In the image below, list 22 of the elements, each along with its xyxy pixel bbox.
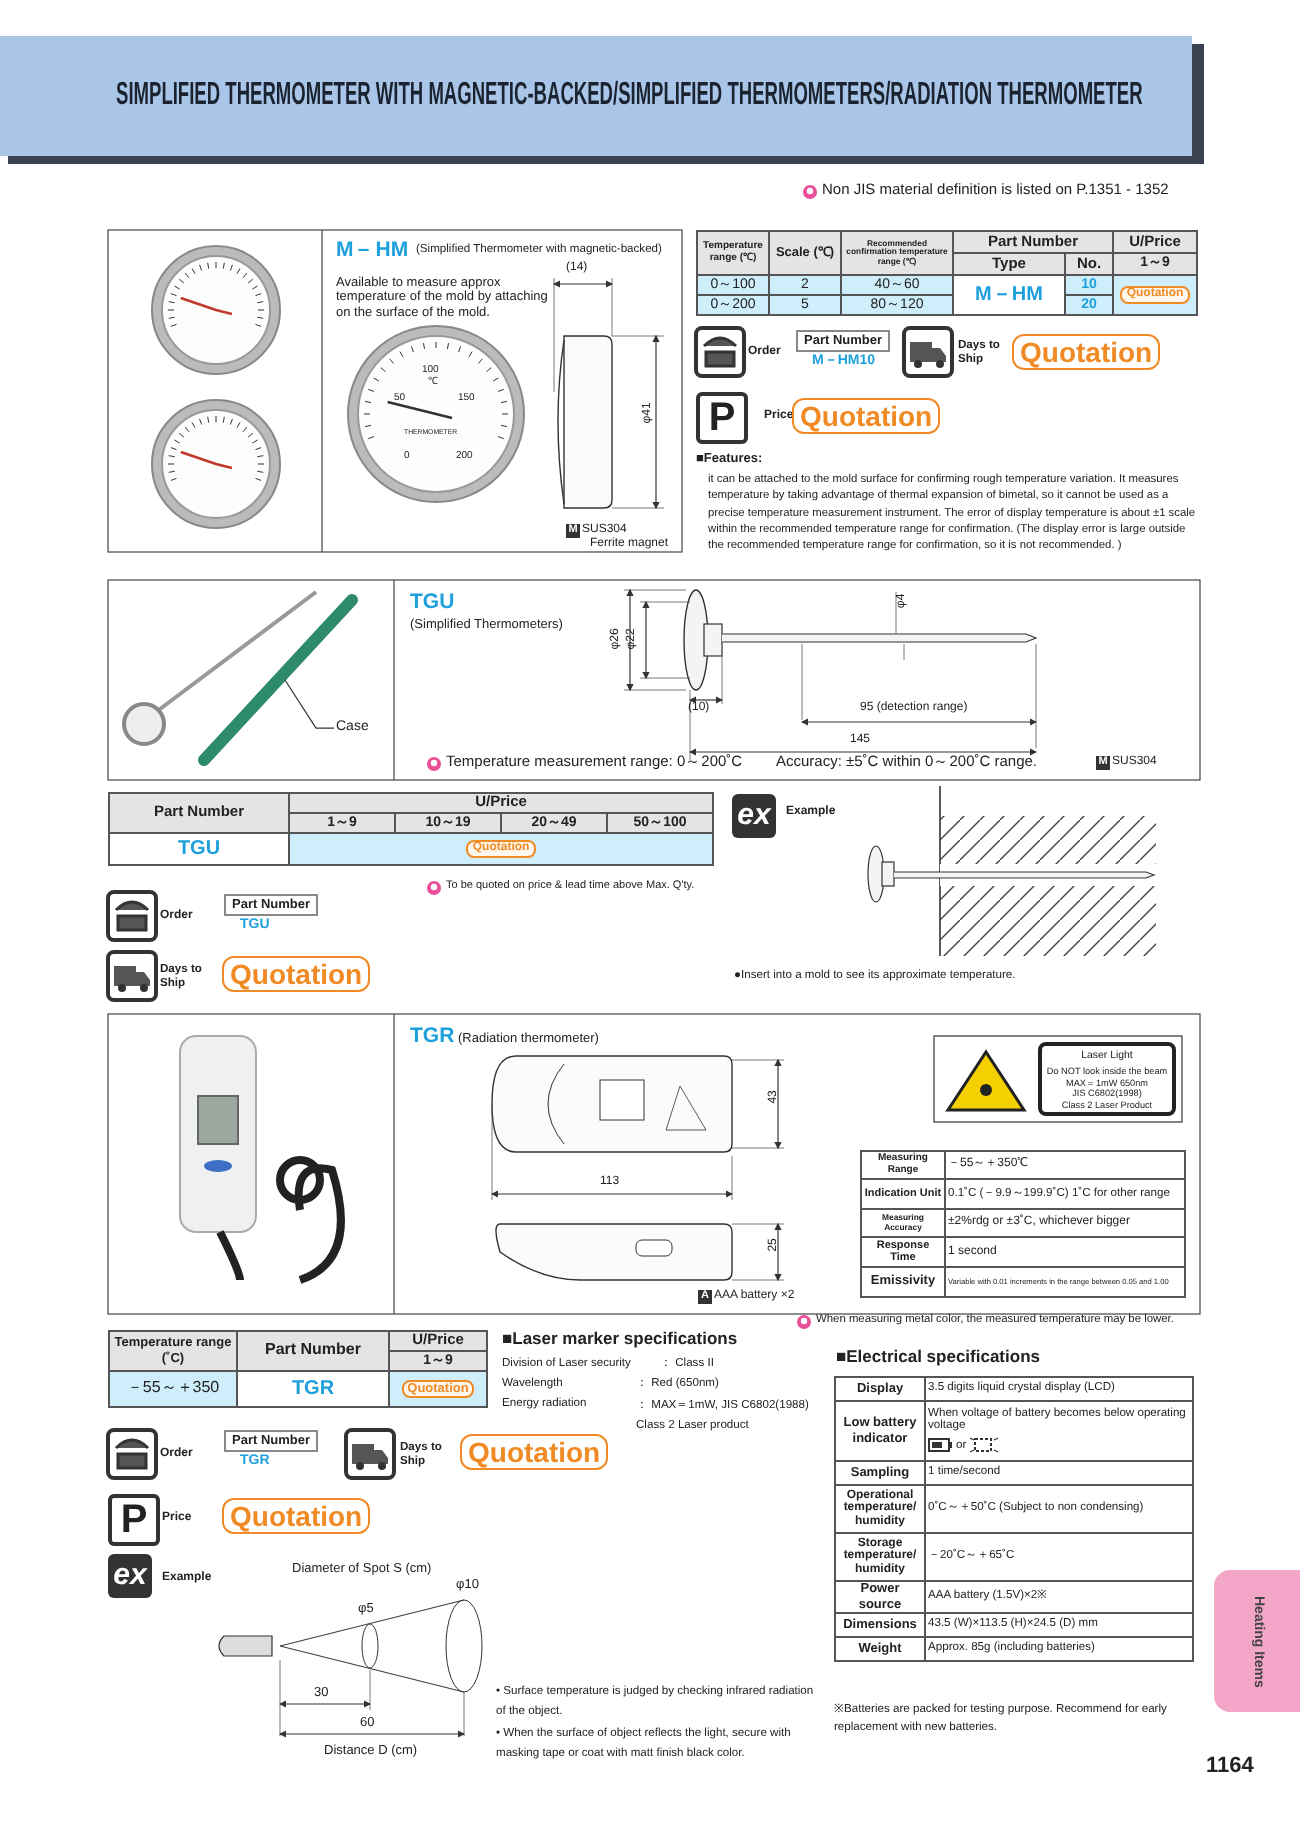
page-number: 1164 <box>1206 1754 1254 1780</box>
example-icon: ex <box>108 1554 152 1598</box>
price-icon: P <box>108 1494 160 1546</box>
section-heading: ■Electrical specifications <box>836 1348 1040 1368</box>
quotation-badge: Quotation <box>222 1498 371 1534</box>
table-cell: －55～＋350 <box>109 1371 237 1407</box>
product-code: TGU <box>410 590 455 615</box>
table-cell: TGU <box>109 833 289 865</box>
product-code: TGR <box>410 1024 455 1049</box>
page-title: SIMPLIFIED THERMOMETER WITH MAGNETIC-BACKED/SIMPLIFIED THERMOMETERS/RADIATION THERMOMETER <box>116 78 1143 115</box>
quotation-badge: Quotation <box>792 398 941 434</box>
price-icon: P <box>696 392 748 444</box>
quotation-badge: Quotation <box>222 956 371 992</box>
table-cell: M－HM <box>953 275 1065 315</box>
quotation-badge: Quotation <box>1012 334 1161 370</box>
section-heading: ■Laser marker specifications <box>502 1330 738 1350</box>
table-cell: TGR <box>237 1371 389 1407</box>
table-header: Part Number <box>237 1331 389 1371</box>
quotation-badge: Quotation <box>460 1434 609 1470</box>
example-icon: ex <box>732 794 776 838</box>
leader-line <box>284 679 335 729</box>
product-code: M－HM <box>336 238 409 263</box>
